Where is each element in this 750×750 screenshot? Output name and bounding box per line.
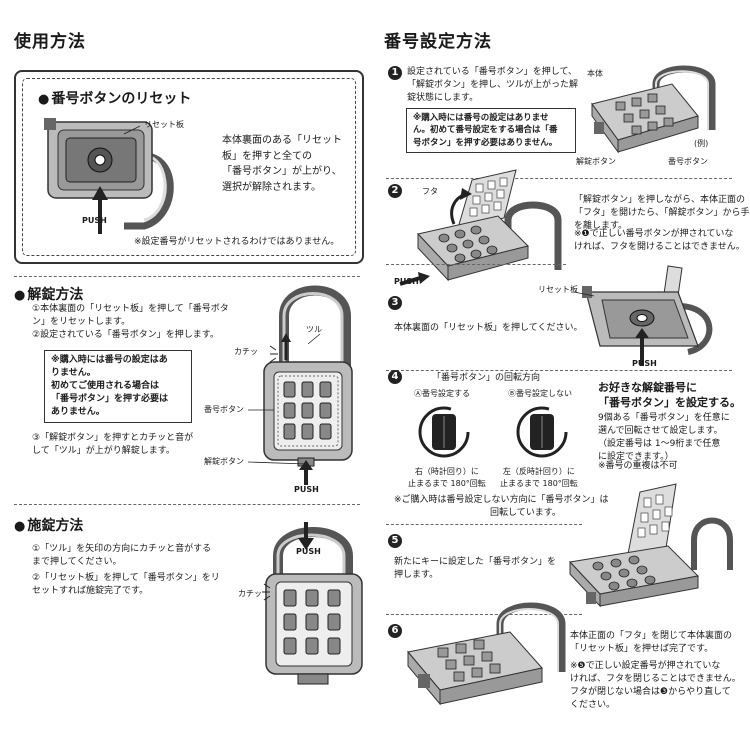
step4-b-caption: 左（反時計回り）に 止まるまで 180°回転 [500,467,578,488]
step3-number: 3 [388,296,402,310]
unlock-shackle-label: ツル [306,325,322,334]
lock-click-label: カチッ [238,589,262,598]
step4-rotation-diagram [418,406,568,458]
step2-note: ※❶で正しい番号ボタンが押されていな ければ、フタを開けることはできません。 [574,229,745,253]
unlock-note: ※購入時には番号の設定はあ りません。 初めてご使用される場合は 「番号ボタン」… [44,350,192,424]
divider-r1 [386,178,732,179]
step3-lock-illustration [573,265,713,366]
step5-lock-illustration [568,483,733,608]
step4-number: 4 [388,370,402,384]
reset-panel: ●番号ボタンのリセット リセット板 PUSH 本体裏面のある「リセット 板」を押… [14,70,364,264]
step4-a-label: Ⓐ番号設定する [414,389,470,398]
step2-push-label: PUSH [394,277,419,286]
unlock-step3: ③「解錠ボタン」を押すとカチッと音が して「ツル」が上がり解錠します。 [32,433,194,457]
step1-unlock-button-label: 解錠ボタン [576,157,616,166]
step3-text: 本体裏面の「リセット板」を押してください。 [394,323,583,333]
step4-side-heading: お好きな解錠番号に 「番号ボタン」を設定する。 [598,381,741,410]
unlock-step2: ②設定されている「番号ボタン」を押します。 [32,330,219,340]
unlock-heading: ●解錠方法 [14,287,84,303]
reset-heading-text: 番号ボタンのリセット [51,91,192,107]
step3-plate-label: リセット板 [538,285,578,294]
reset-heading: ●番号ボタンのリセット [38,91,192,107]
unlock-push-label: PUSH [294,485,319,494]
setting-title: 番号設定方法 [384,32,492,52]
reset-footnote: ※設定番号がリセットされるわけではありません。 [134,237,340,247]
step1-note: ※購入時には番号の設定はありませ ん。初めて番号設定をする場合は「番 号ボタン」… [406,108,576,153]
reset-push-label: PUSH [82,216,107,225]
step4-side-note: ※番号の重複は不可 [598,461,678,471]
step6-lock-illustration [407,602,566,706]
step1-example-label: (例) [694,139,709,148]
step1-lock-illustration [591,65,716,154]
step6-text: 本体正面の「フタ」を閉じて本体裏面の 「リセット板」を押せば完了です。 [570,631,733,655]
divider-r2 [386,264,566,265]
step2-text: 「解錠ボタン」を押しながら、本体正面の 「フタ」を開けたら、「解錠ボタン」から手… [574,195,750,232]
step4-a-caption: 右（時計回り）に 止まるまで 180°回転 [408,467,486,488]
lock-lock-illustration [262,522,363,685]
step2-lock-illustration [399,169,562,286]
step6-note: ※❺で正しい設定番号が押されていな ければ、フタを閉じることはできません。 フタ… [570,661,741,711]
reset-lock-illustration [44,118,174,234]
divider-r4 [386,524,582,525]
unlock-click-label: カチッ [234,347,258,356]
step4-note: ※ご購入時は番号設定しない方向に「番号ボタン」は 回転しています。 [394,495,609,519]
step5-text: 新たにキーに設定した「番号ボタン」を 押します。 [394,557,557,581]
unlock-number-button-label: 番号ボタン [204,405,244,414]
unlock-unlock-button-label: 解錠ボタン [204,457,244,466]
lock-step2: ②「リセット板」を押して「番号ボタン」をリ セットすれば施錠完了です。 [32,573,220,597]
step5-number: 5 [388,534,402,548]
step1-number-button-label: 番号ボタン [668,157,708,166]
divider-r3 [386,370,732,371]
step4-heading: 「番号ボタン」の回転方向 [432,373,541,383]
divider-r5 [386,614,582,615]
unlock-step1: ①本体裏面の「リセット板」を押して「番号ボタ ン」をリセットします。 [32,304,229,328]
unlock-lock-illustration [247,285,353,485]
usage-title: 使用方法 [14,32,86,52]
step4-b-label: Ⓑ番号設定しない [508,389,572,398]
step1-number: 1 [388,66,402,80]
step2-lid-label: フタ [422,187,438,196]
step2-number: 2 [388,184,402,198]
lock-push-label: PUSH [296,547,321,556]
step1-text: 設定されている「番号ボタン」を押して、 「解錠ボタン」を押し、ツルが上がった解 … [407,67,579,104]
lock-heading: ●施錠方法 [14,518,84,534]
divider-2 [14,504,360,505]
step1-body-label: 本体 [587,69,603,78]
reset-panel-inner-border [22,78,356,256]
step6-number: 6 [388,624,402,638]
divider-1 [14,276,360,277]
step3-push-label: PUSH [632,359,657,368]
lock-step1: ①「ツル」を矢印の方向にカチッと音がする まで押してください。 [32,544,212,568]
reset-plate-label: リセット板 [144,120,184,129]
step4-side-text: 9個ある「番号ボタン」を任意に 選んで回転させて設定します。 （設定番号は 1～… [598,413,730,463]
reset-body-text: 本体裏面のある「リセット 板」を押すと全ての 「番号ボタン」が上がり、 選択が解… [222,135,342,193]
